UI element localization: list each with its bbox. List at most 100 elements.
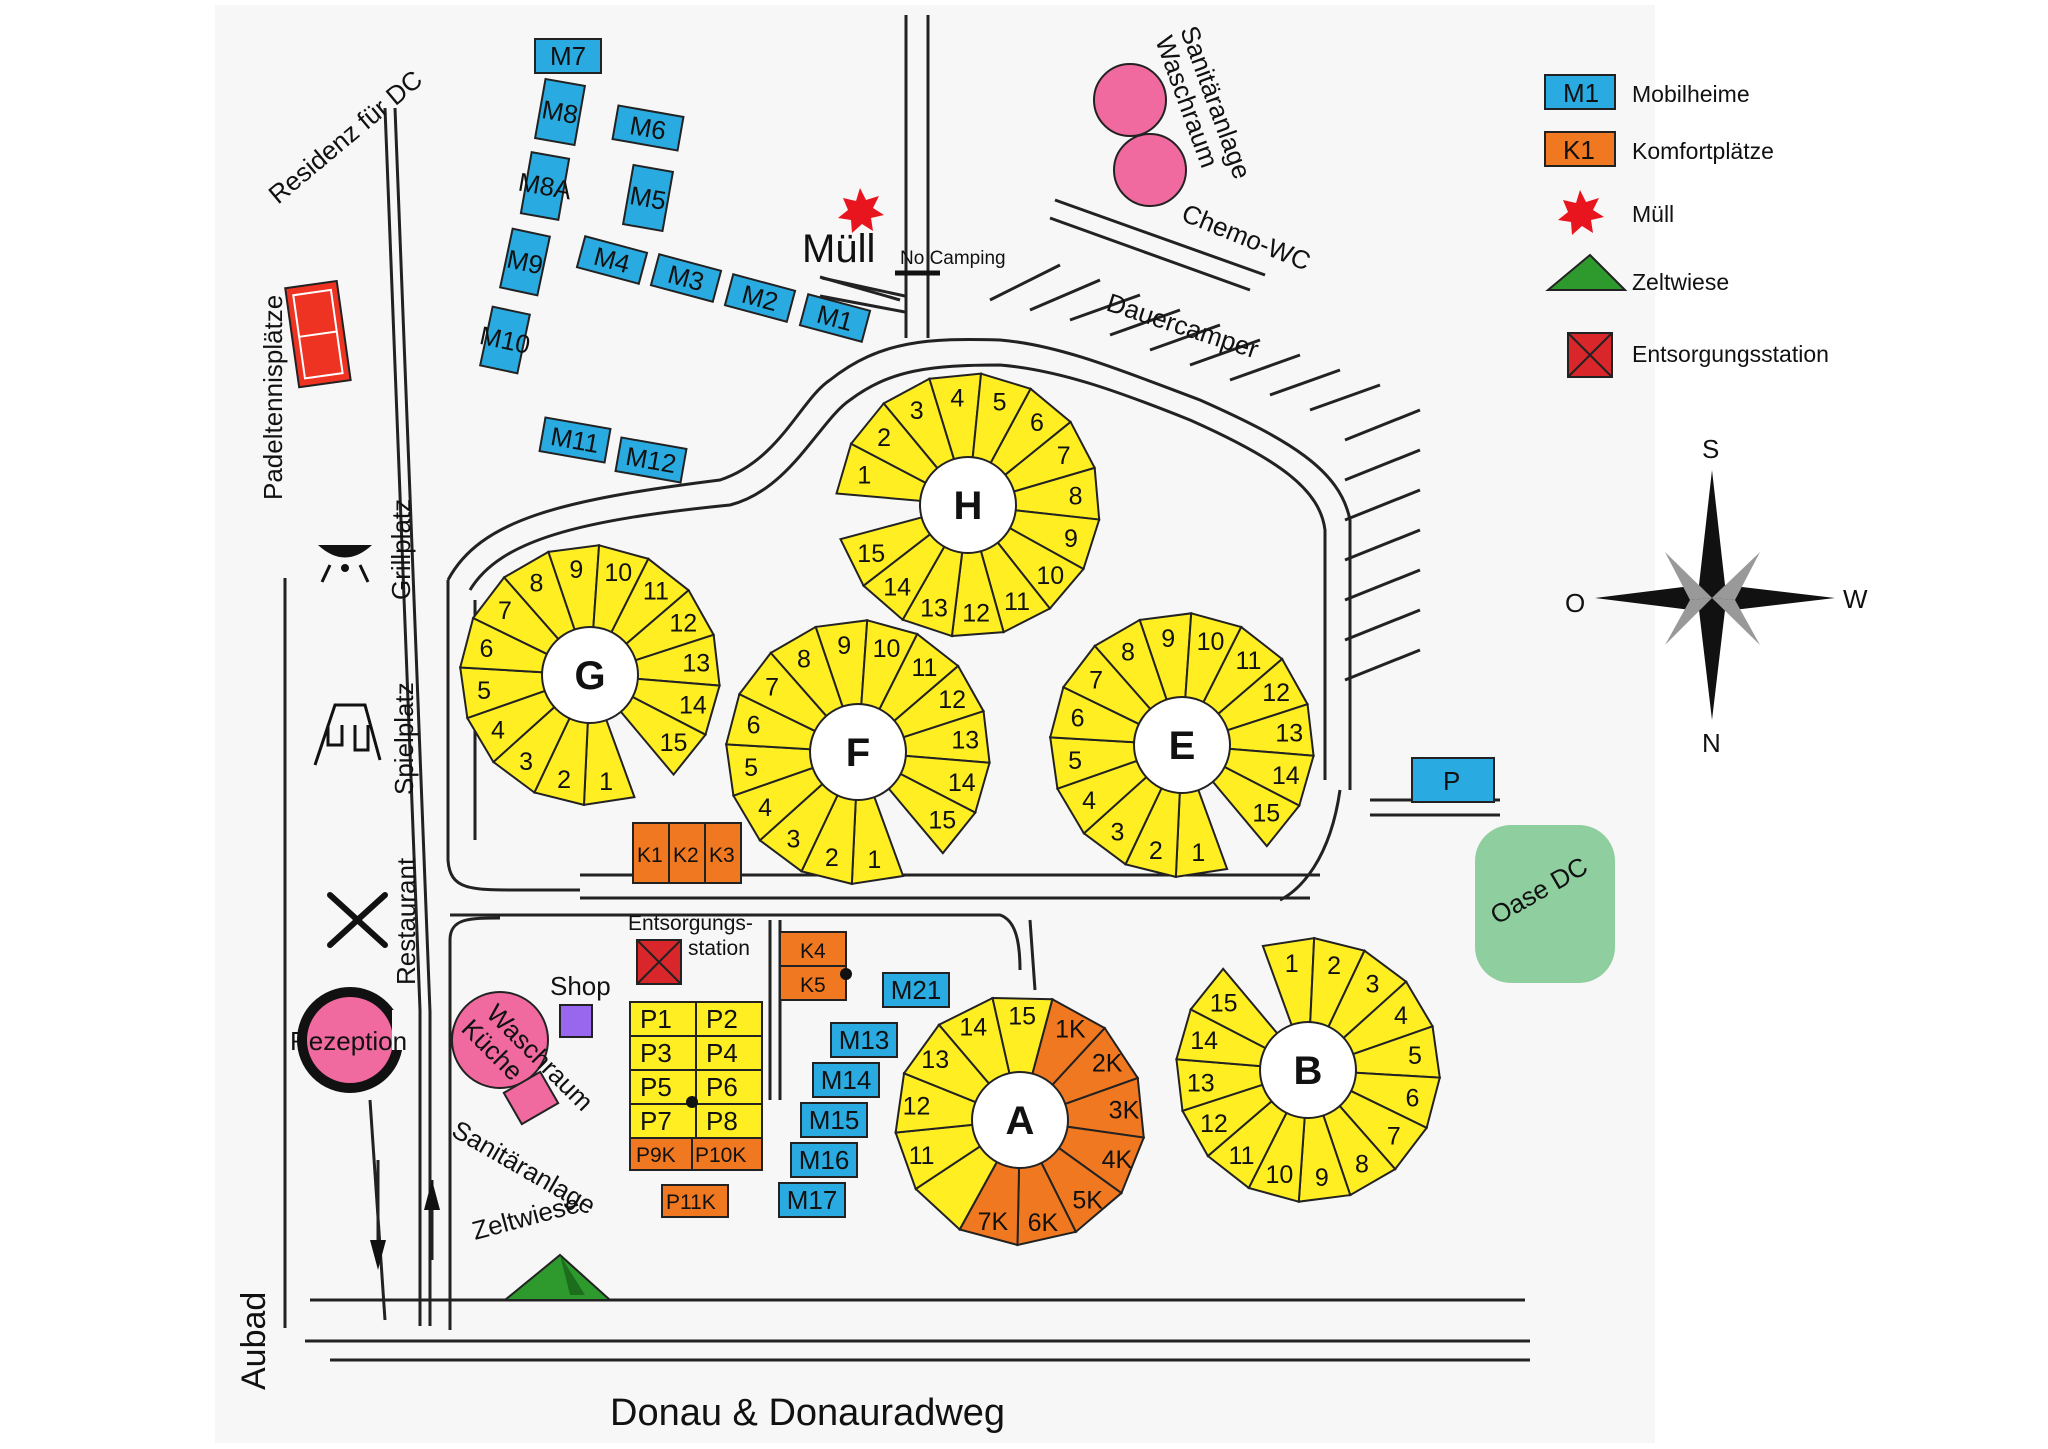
compass-rose <box>1595 470 1835 720</box>
plot-label: 14 <box>959 1014 987 1042</box>
mobilheim-box <box>519 151 571 221</box>
ring-center <box>1259 1021 1357 1119</box>
padel-court[interactable] <box>284 279 352 389</box>
oase-area[interactable] <box>1475 825 1615 983</box>
plot-label: 10 <box>1036 562 1064 590</box>
plot-label: 5K <box>1072 1187 1103 1215</box>
parking-area[interactable] <box>1411 757 1495 803</box>
spiel-label: Spielplatz <box>389 682 419 795</box>
ring-name: G <box>574 654 605 698</box>
road-network <box>283 15 1530 1362</box>
plot-label: 5 <box>1408 1042 1422 1070</box>
mobilheim-box <box>621 163 675 233</box>
shop-label: Shop <box>550 971 611 1001</box>
legend-komfort-symbol: K1 <box>1563 135 1595 165</box>
ring-name: H <box>954 484 983 528</box>
mobilheim-m13[interactable]: M13 <box>830 1022 898 1058</box>
mobilheim-m8[interactable]: M8 <box>533 77 587 147</box>
mobilheim-m3[interactable]: M3 <box>649 253 723 303</box>
padel-label: Padeltennisplätze <box>258 295 288 500</box>
mobilheim-m14[interactable]: M14 <box>812 1062 880 1098</box>
komfort-p11k[interactable] <box>661 1184 729 1218</box>
plot-label: 7 <box>1089 667 1103 695</box>
mobilheim-m6[interactable]: M6 <box>611 104 685 152</box>
komfort-k1[interactable] <box>632 822 670 884</box>
ring-name: B <box>1294 1049 1323 1093</box>
komfort-k4-k5: K4 K5 <box>779 931 852 1001</box>
sanitaer-top-2[interactable] <box>1113 133 1187 207</box>
plot-label: 3 <box>787 826 801 854</box>
plot-label: 13 <box>1187 1070 1215 1098</box>
plot-label: 9 <box>1315 1164 1329 1192</box>
plot-label: 9 <box>1064 525 1078 553</box>
komfort-k4-label: K4 <box>800 940 826 963</box>
rezeption-label: Rezeption <box>290 1026 407 1056</box>
plot-label: 5 <box>993 389 1007 417</box>
komfort-p9k[interactable] <box>629 1137 693 1171</box>
legend-tent-icon <box>1545 253 1628 291</box>
parking-label: P <box>1443 766 1460 796</box>
mobilheim-m2[interactable]: M2 <box>723 273 797 323</box>
komfort-k3[interactable] <box>704 822 742 884</box>
mobilheim-box <box>830 1022 898 1058</box>
mobilheim-box <box>778 1182 846 1218</box>
komfort-k4[interactable] <box>779 931 847 967</box>
komfort-k1-label: K1 <box>637 844 663 867</box>
plot-label: 1 <box>857 462 871 490</box>
p-plot-label: P6 <box>706 1072 738 1102</box>
plot-label: 11 <box>1229 1142 1255 1170</box>
komfort-k5[interactable] <box>779 965 847 1001</box>
mobilheim-m21[interactable]: M21 <box>882 972 950 1008</box>
p-plot-p6[interactable] <box>695 1069 763 1105</box>
waschraum-kueche[interactable] <box>451 991 549 1089</box>
plot-label: 1 <box>867 846 881 874</box>
p-plot-p5[interactable] <box>629 1069 697 1105</box>
mobilheim-m7[interactable]: M7 <box>534 38 602 74</box>
sanitaer-top-1[interactable] <box>1093 63 1167 137</box>
mobilheim-m1[interactable]: M1 <box>798 293 872 343</box>
plot-label: 12 <box>903 1092 931 1120</box>
plot-label: 8 <box>1355 1151 1369 1179</box>
plot-label: 13 <box>951 726 979 754</box>
mobilheim-box <box>611 104 685 152</box>
mobilheim-m11[interactable]: M11 <box>538 416 612 464</box>
sanitaer-small[interactable] <box>502 1070 560 1126</box>
plot-label: 12 <box>1200 1110 1228 1138</box>
mobilheim-label: M14 <box>821 1065 872 1095</box>
p-plot-p2[interactable] <box>695 1001 763 1037</box>
legend-mobilheim-label: Mobilheime <box>1632 81 1750 107</box>
entsorgung-label-2: station <box>688 937 750 960</box>
mobilheim-m5[interactable]: M5 <box>621 163 675 233</box>
mobilheim-m12[interactable]: M12 <box>614 436 688 484</box>
ring-center <box>919 456 1017 554</box>
plot-label: 6K <box>1028 1209 1059 1237</box>
grill-label: Grillplatz <box>386 499 416 600</box>
legend-entsorgung-label: Entsorgungsstation <box>1632 341 1829 367</box>
shop-building[interactable] <box>559 1004 593 1038</box>
mobilheim-m16[interactable]: M16 <box>790 1142 858 1178</box>
mobilheim-m4[interactable]: M4 <box>575 235 649 285</box>
ring-center <box>809 703 907 801</box>
komfort-k1-k3: K1 K2 K3 <box>632 822 742 884</box>
komfort-p10k[interactable] <box>691 1137 763 1171</box>
mobilheim-m15[interactable]: M15 <box>800 1102 868 1138</box>
plot-label: 2 <box>557 766 571 794</box>
mobilheim-m8a[interactable]: M8A <box>513 151 577 221</box>
plot-label: 13 <box>920 595 948 623</box>
mobilheim-box <box>614 436 688 484</box>
mobilheim-m10[interactable]: M10 <box>474 305 536 375</box>
playground-icon <box>313 703 382 766</box>
mobilheim-m17[interactable]: M17 <box>778 1182 846 1218</box>
komfort-k5-label: K5 <box>800 974 826 997</box>
plot-label: 1 <box>1191 839 1205 867</box>
legend-mobilheim-symbol: M1 <box>1563 78 1599 108</box>
aubad-label: Aubad <box>235 1292 273 1390</box>
mobilheim-m9[interactable]: M9 <box>498 227 552 297</box>
plot-label: 7 <box>1057 442 1071 470</box>
p-plot-p4[interactable] <box>695 1035 763 1071</box>
